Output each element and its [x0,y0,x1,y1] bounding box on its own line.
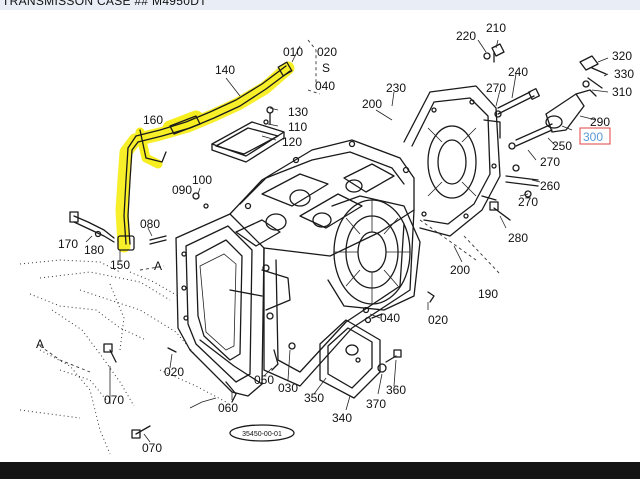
diagram-code-badge: 35450-00-01 [229,424,295,442]
top-cover-plate [211,106,285,163]
part-label[interactable]: 040 [380,311,400,325]
part-label[interactable]: 280 [508,231,528,245]
part-label[interactable]: 140 [215,63,235,77]
part-label[interactable]: 180 [84,243,104,257]
part-label[interactable]: 320 [612,49,632,63]
part-label[interactable]: 350 [304,391,324,405]
exploded-parts-diagram: 35450-00-01 010 020 S 040 140 130 110 12… [19,21,634,455]
part-label[interactable]: 170 [58,237,78,251]
part-label[interactable]: 230 [386,81,406,95]
part-label[interactable]: 050 [254,373,274,387]
part-label[interactable]: 090 [172,183,192,197]
part-label[interactable]: 270 [518,195,538,209]
part-label: A [154,259,162,273]
part-label[interactable]: 260 [540,179,560,193]
part-label[interactable]: 310 [612,85,632,99]
part-label[interactable]: 160 [143,113,163,127]
reference-lines [19,39,321,455]
part-label[interactable]: 360 [386,383,406,397]
highlighted-part-assembly[interactable] [115,61,295,253]
part-label[interactable]: 200 [362,97,382,111]
part-label[interactable]: 100 [192,173,212,187]
diagram-code: 35450-00-01 [242,431,282,438]
part-label[interactable]: 200 [450,263,470,277]
part-label[interactable]: 190 [478,287,498,301]
part-label[interactable]: 070 [142,441,162,455]
title-bar: TRANSMISSON CASE ## M4950DT [0,0,640,10]
part-label[interactable]: 130 [288,105,308,119]
part-label: S [322,61,330,75]
part-label[interactable]: 210 [486,21,506,35]
part-label[interactable]: 330 [614,67,634,81]
part-label[interactable]: 120 [282,135,302,149]
part-label[interactable]: 270 [486,81,506,95]
rear-housing [403,85,501,275]
part-label[interactable]: 010 [283,45,303,59]
part-label[interactable]: 220 [456,29,476,43]
part-label[interactable]: 040 [315,79,335,93]
part-label[interactable]: 150 [110,258,130,272]
part-label[interactable]: 060 [218,401,238,415]
part-label-300[interactable]: 300 [583,130,603,144]
part-label[interactable]: 370 [366,397,386,411]
part-300-marker-box [579,127,611,145]
part-label[interactable]: 270 [540,155,560,169]
part-label[interactable]: 030 [278,381,298,395]
leader-lines [85,39,609,443]
part-label: A [36,337,44,351]
part-label[interactable]: 070 [104,393,124,407]
bottom-cover-plate [319,313,402,399]
part-labels: 010 020 S 040 140 130 110 120 160 090 10… [36,21,634,455]
part-label[interactable]: 020 [428,313,448,327]
rear-fasteners [483,43,607,221]
part-label[interactable]: 020 [164,365,184,379]
part-label[interactable]: 240 [508,65,528,79]
part-label[interactable]: 290 [590,115,610,129]
page-title: TRANSMISSON CASE ## M4950DT [2,0,207,8]
part-label[interactable]: 340 [332,411,352,425]
part-label[interactable]: 250 [552,139,572,153]
part-label[interactable]: 020 [317,45,337,59]
part-label[interactable]: 080 [140,217,160,231]
transmission-case-body [175,139,421,403]
front-fasteners [69,192,435,439]
bottom-bar [0,462,640,479]
part-label[interactable]: 110 [288,120,307,134]
